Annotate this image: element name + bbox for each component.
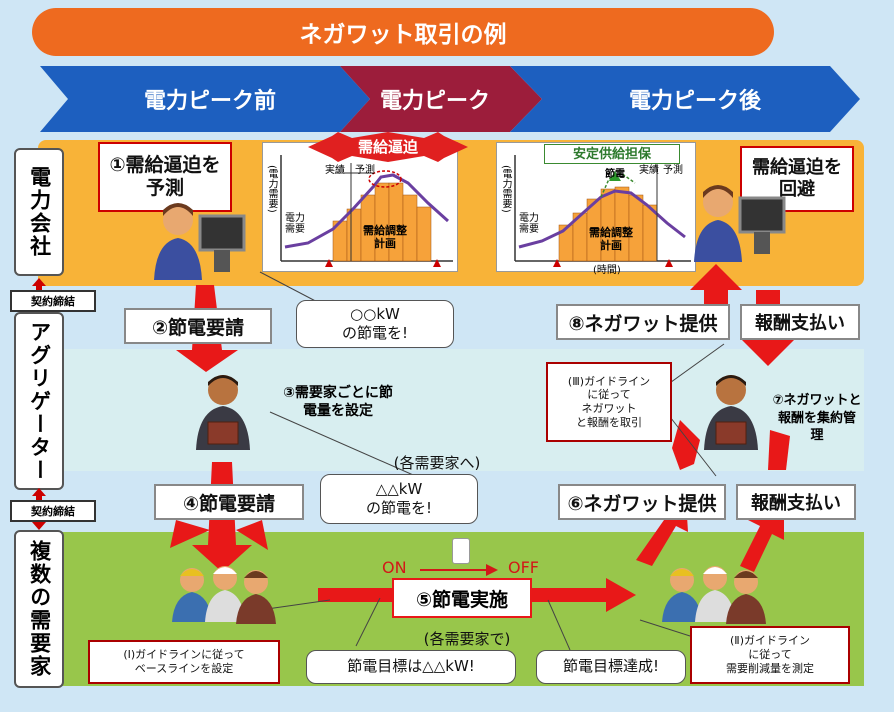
speech-achieved: 節電目標達成!	[536, 650, 686, 684]
lane-power-company-text: 電力会社	[27, 166, 52, 258]
payment-upper-text: 報酬支払い	[755, 313, 845, 334]
right-chart-forecast: 予測	[663, 165, 683, 176]
lane-aggregator: アグリゲーター	[14, 312, 64, 490]
speech-target: 節電目標は△△kW!	[306, 650, 516, 684]
step-1-box: ①需給逼迫を予測	[98, 142, 232, 212]
left-chart-forecast: 予測	[355, 165, 375, 176]
consumers-group-right	[662, 566, 766, 624]
lane-aggregator-text: アグリゲーター	[27, 320, 52, 482]
switch-arrow	[420, 564, 498, 576]
payment-box-upper: 報酬支払い	[740, 304, 860, 340]
each-consumer-label: (各需要家へ)	[393, 454, 481, 472]
speech-target-text: 節電目標は△△kW!	[347, 657, 475, 676]
contract-label-bottom: 契約締結	[10, 500, 96, 522]
left-chart-graphic	[280, 155, 453, 267]
switch-on-label: ON	[382, 558, 407, 577]
speech-kw2-line2: の節電を!	[365, 499, 432, 517]
speech-kw1-line2: の節電を!	[341, 324, 408, 342]
phase-chevrons	[40, 66, 860, 132]
note-guideline-1: (Ⅰ)ガイドラインに従ってベースラインを設定	[88, 640, 280, 684]
phase-peak-chevron	[340, 66, 542, 132]
note-3-line1: (Ⅲ)ガイドライン	[567, 374, 651, 388]
right-chart-yaxis: (電力需要)	[500, 165, 511, 213]
step-4-box: ④節電要請	[154, 484, 304, 520]
each-consumer-label-2: (各需要家で)	[423, 630, 511, 648]
note-1-line1: (Ⅰ)ガイドラインに従って	[123, 648, 245, 662]
right-chart-saving: 節電	[605, 169, 625, 180]
step-8-text: ⑧ネガワット提供	[568, 312, 718, 335]
arrow-step5	[606, 578, 636, 612]
note-2-line2: に従って	[748, 648, 792, 662]
phase-after-chevron	[510, 66, 860, 132]
note-3-line2: に従って	[587, 388, 631, 402]
left-chart-supply: 電力需要	[285, 213, 305, 235]
phase-before-label: 電力ピーク前	[143, 89, 276, 114]
phase-after-label: 電力ピーク後	[628, 89, 761, 114]
step-7-text: ⑦ネガワットと報酬を集約管理	[772, 393, 862, 444]
left-chart-actual: 実績	[325, 165, 345, 176]
contract-label-top: 契約締結	[10, 290, 96, 312]
left-chart-yaxis: (電力需要)	[266, 165, 277, 213]
payment-box-lower: 報酬支払い	[736, 484, 856, 520]
alert-starburst	[308, 132, 468, 162]
diagram-title: ネガワット取引の例	[32, 8, 774, 56]
avoid-shortage-text: 需給逼迫を回避	[752, 157, 842, 200]
step-5-text: ⑤節電実施	[415, 588, 509, 611]
operator-person-left	[154, 203, 246, 280]
note-2-line1: (Ⅱ)ガイドライン	[730, 634, 810, 648]
note-guideline-2: (Ⅱ)ガイドラインに従って需要削減量を測定	[690, 626, 850, 684]
alert-text: 需給逼迫	[357, 138, 418, 156]
step-8-box: ⑧ネガワット提供	[556, 304, 730, 340]
consumers-group-left	[172, 566, 276, 624]
right-chart-xaxis: (時間)	[593, 265, 621, 276]
step-6-box: ⑥ネガワット提供	[558, 484, 726, 520]
switch-off-label: OFF	[508, 558, 539, 577]
phase-before-chevron	[40, 66, 370, 132]
right-chart-supply: 電力需要	[519, 213, 539, 235]
right-chart-graphic	[514, 155, 691, 267]
step-2-text: ②節電要請	[151, 316, 245, 339]
payment-lower-text: 報酬支払い	[751, 493, 841, 514]
note-1-line2: ベースラインを設定	[134, 662, 234, 675]
lane-power-company: 電力会社	[14, 148, 64, 276]
right-chart-actual: 実績	[639, 165, 659, 176]
aggregator-person-left	[196, 375, 250, 450]
note-3-line4: と報酬を取引	[575, 415, 642, 429]
switch-icon	[452, 538, 470, 564]
phase-peak-label: 電力ピーク	[379, 89, 490, 114]
right-chart-plan: 需給調整計画	[589, 226, 633, 252]
left-demand-chart: (電力需要) 実績 予測 電力需要 需給調整計画	[262, 142, 458, 272]
lane-consumers: 複数の需要家	[14, 530, 64, 688]
step-5-box: ⑤節電実施	[392, 578, 532, 618]
left-chart-plan: 需給調整計画	[363, 224, 407, 250]
aggregator-person-right	[704, 375, 758, 450]
step-3-text: ③需要家ごとに節電量を設定	[283, 385, 393, 420]
note-guideline-3: (Ⅲ)ガイドラインに従ってネガワットと報酬を取引	[546, 362, 672, 442]
step-4-text: ④節電要請	[182, 492, 276, 515]
speech-kw2-line1: △△kW	[375, 479, 423, 498]
note-3-line3: ネガワット	[581, 402, 637, 415]
step-2-box: ②節電要請	[124, 308, 272, 344]
arrow-step8-up	[690, 264, 742, 336]
lane-consumers-text: 複数の需要家	[27, 540, 52, 678]
operator-person-right	[694, 185, 786, 262]
speech-achieved-text: 節電目標達成!	[562, 657, 659, 676]
stable-supply-badge: 安定供給担保	[544, 144, 680, 164]
right-demand-chart: (電力需要) 実績 予測 節電 電力需要 需給調整計画 (時間)	[496, 142, 696, 276]
arrow-step6-right	[740, 506, 784, 572]
step-6-text: ⑥ネガワット提供	[567, 492, 717, 515]
note-2-line3: 需要削減量を測定	[726, 661, 814, 675]
speech-kw1-line1: ○○kW	[350, 304, 400, 323]
step-1-text: ①需給逼迫を予測	[109, 154, 221, 199]
